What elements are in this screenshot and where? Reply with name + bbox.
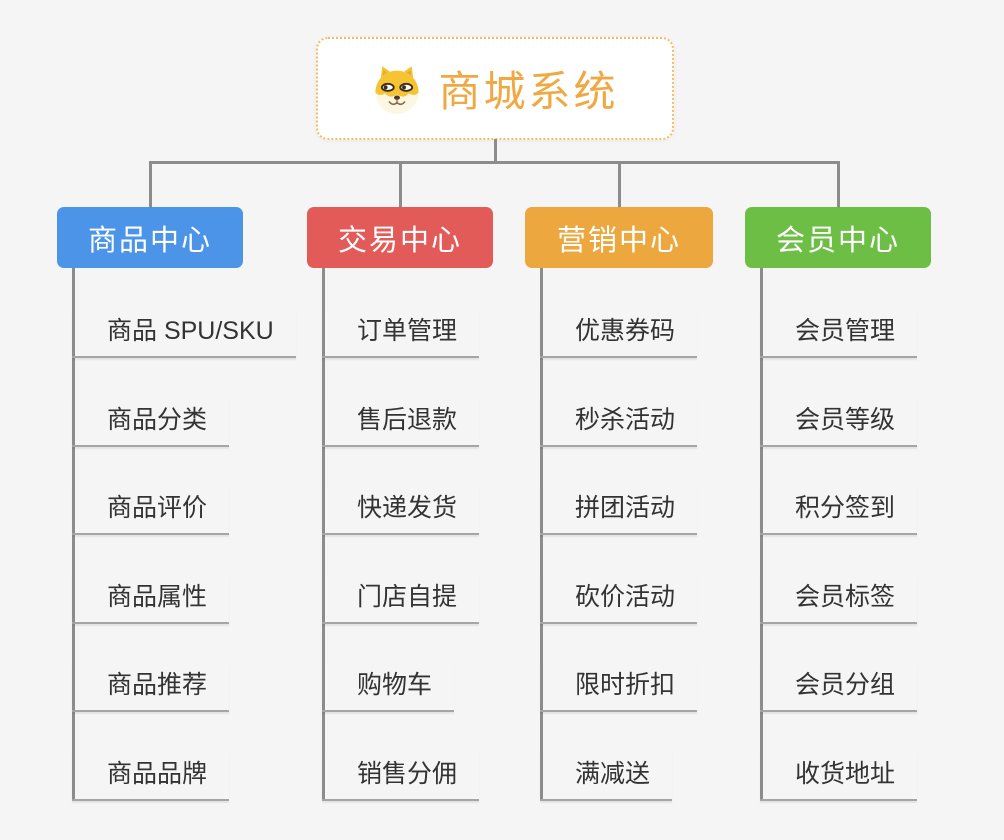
branch-item[interactable]: 积分签到 xyxy=(760,486,918,535)
branch-item[interactable]: 商品属性 xyxy=(72,575,230,624)
branch-item[interactable]: 商品 SPU/SKU xyxy=(72,309,296,358)
branch-node-trade-center[interactable]: 交易中心 xyxy=(307,207,493,268)
branch-node-product-center[interactable]: 商品中心 xyxy=(57,207,243,268)
branch-item[interactable]: 优惠券码 xyxy=(540,309,698,358)
branch-item[interactable]: 拼团活动 xyxy=(540,486,698,535)
branch-item[interactable]: 秒杀活动 xyxy=(540,398,698,447)
branch-item[interactable]: 售后退款 xyxy=(322,398,480,447)
branch-item[interactable]: 商品推荐 xyxy=(72,663,230,712)
branch-item[interactable]: 会员等级 xyxy=(760,398,918,447)
branch-item[interactable]: 门店自提 xyxy=(322,575,480,624)
branch-drop-connector xyxy=(617,161,621,207)
branch-node-member-center[interactable]: 会员中心 xyxy=(745,207,931,268)
branch-item[interactable]: 砍价活动 xyxy=(540,575,698,624)
dog-face-icon xyxy=(375,65,420,114)
branch-item[interactable]: 购物车 xyxy=(322,663,455,712)
branch-drop-connector xyxy=(836,161,840,207)
branch-drop-connector xyxy=(148,161,152,207)
branch-drop-connector xyxy=(398,161,402,207)
root-title: 商城系统 xyxy=(438,68,619,115)
branch-item[interactable]: 订单管理 xyxy=(322,309,480,358)
branch-item[interactable]: 收货地址 xyxy=(760,752,918,801)
branch-item[interactable]: 商品品牌 xyxy=(72,752,230,801)
root-stub-connector xyxy=(493,139,497,164)
branch-node-marketing-center[interactable]: 营销中心 xyxy=(525,207,713,268)
branch-item[interactable]: 会员标签 xyxy=(760,575,918,624)
branch-item[interactable]: 销售分佣 xyxy=(322,752,480,801)
branch-item[interactable]: 商品评价 xyxy=(72,486,230,535)
branch-item[interactable]: 限时折扣 xyxy=(540,663,698,712)
branch-item[interactable]: 会员分组 xyxy=(760,663,918,712)
branch-item[interactable]: 快递发货 xyxy=(322,486,480,535)
horizontal-connector xyxy=(148,161,839,164)
root-node[interactable]: 商城系统 xyxy=(316,37,674,140)
branch-item[interactable]: 会员管理 xyxy=(760,309,918,358)
branch-item[interactable]: 满减送 xyxy=(540,752,673,801)
branch-item[interactable]: 商品分类 xyxy=(72,398,230,447)
